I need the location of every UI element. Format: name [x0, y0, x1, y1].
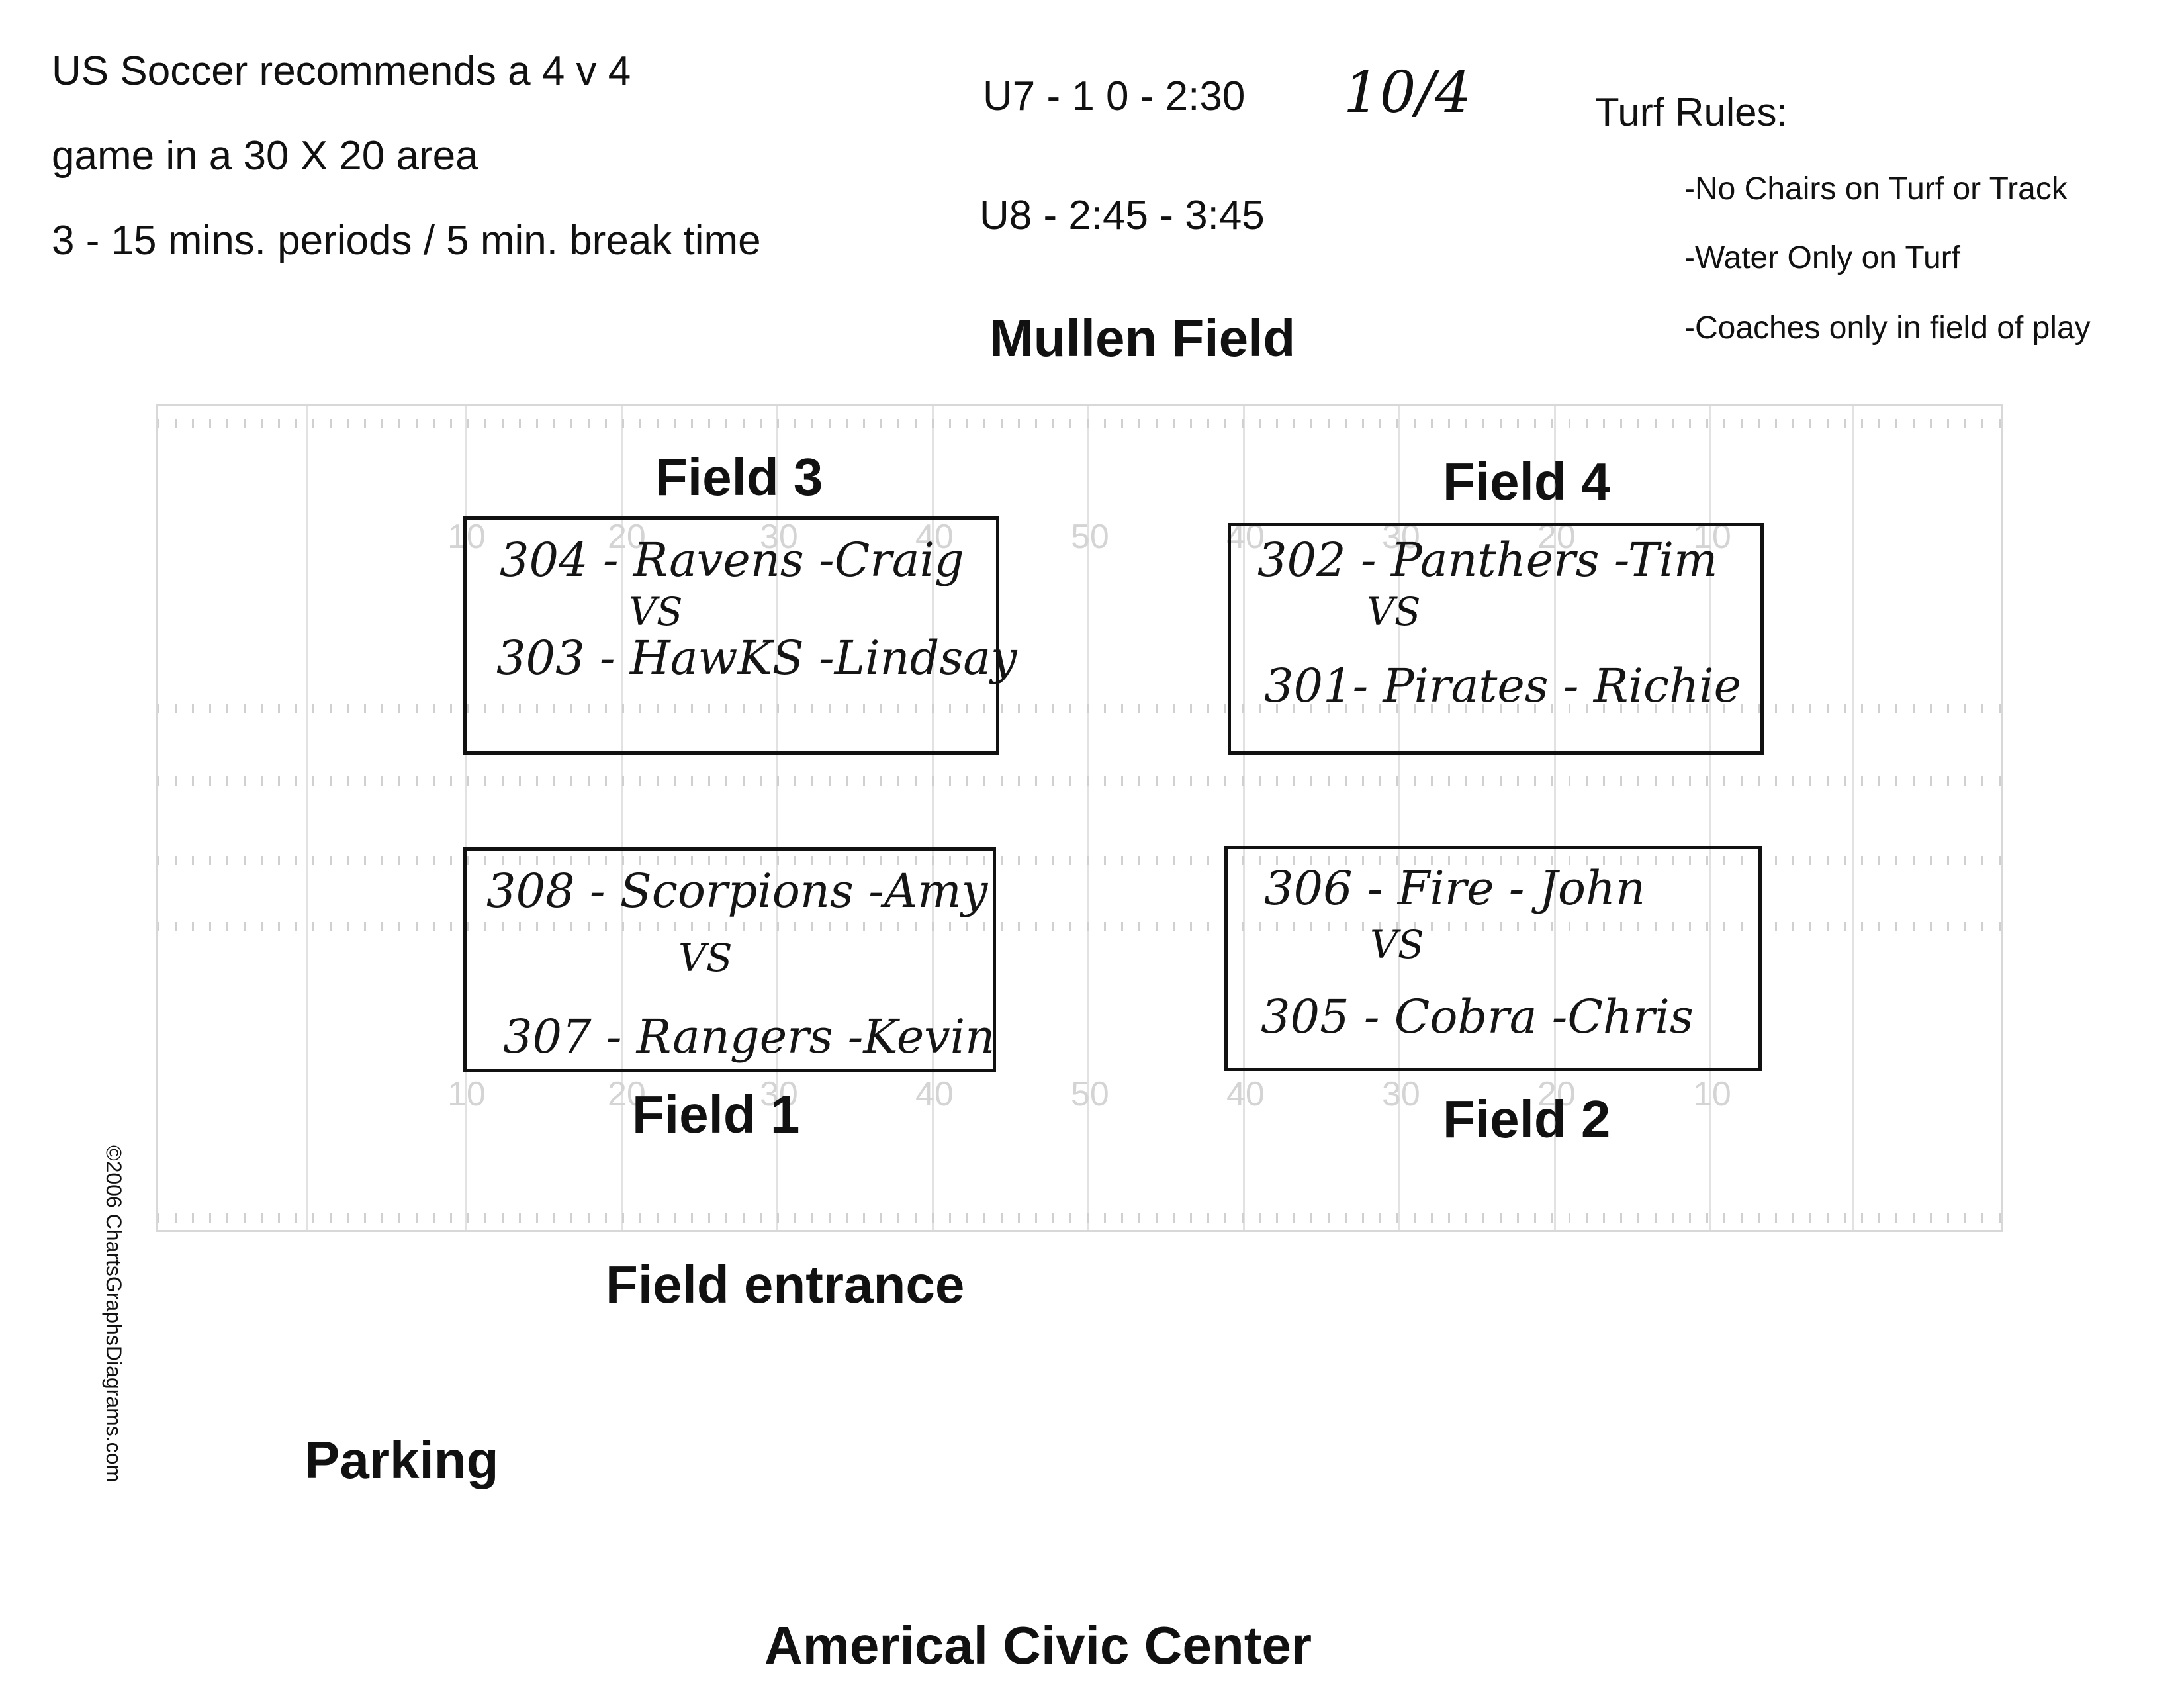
u8-time: U8 - 2:45 - 3:45: [979, 193, 1265, 238]
field-2-box: 306 - Fire - John VS 305 - Cobra -Chris: [1224, 846, 1762, 1071]
yard-number: 40: [915, 518, 954, 556]
yard-number: 10: [1693, 1075, 1731, 1113]
yard-number: 20: [608, 1075, 646, 1113]
yard-number: 30: [760, 1075, 798, 1113]
field-1-team-2: 307 - Rangers -Kevin: [503, 1009, 995, 1064]
intro-line-2: game in a 30 X 20 area: [52, 133, 478, 179]
civic-center-label: Americal Civic Center: [764, 1616, 1312, 1675]
hash-marks: [158, 419, 2001, 428]
field-name: Mullen Field: [989, 308, 1296, 367]
parking-label: Parking: [304, 1430, 499, 1489]
field-3-box: 304 - Ravens -Craig VS 303 - HawKS -Lind…: [463, 516, 1017, 755]
field-2-team-2: 305 - Cobra -Chris: [1261, 990, 1694, 1044]
field-3-label: Field 3: [655, 447, 823, 506]
field-3-vs: VS: [629, 589, 683, 634]
field-entrance-label: Field entrance: [606, 1255, 965, 1314]
field-3-team-2: 303 - HawKS -Lindsay: [496, 631, 1017, 685]
yard-line: [932, 406, 934, 1230]
u7-time: U7 - 1 0 - 2:30: [983, 73, 1246, 119]
hash-marks: [158, 922, 2001, 931]
hash-marks: [158, 704, 2001, 713]
intro-line-1: US Soccer recommends a 4 v 4: [52, 48, 631, 94]
field-1-label: Field 1: [632, 1085, 800, 1144]
yard-line: [1709, 406, 1711, 1230]
yard-number: 30: [760, 518, 798, 556]
field-2-team-1: 306 - Fire - John: [1264, 861, 1646, 915]
yard-number: 10: [447, 1075, 486, 1113]
yard-number: 40: [1226, 1075, 1265, 1113]
yard-line: [1087, 406, 1089, 1230]
date: 10/4: [1343, 60, 1472, 126]
field-2-vs: VS: [1370, 922, 1424, 967]
yard-number: 40: [915, 1075, 954, 1113]
field-1-team-1: 308 - Scorpions -Amy: [486, 864, 988, 918]
yard-line: [1398, 406, 1400, 1230]
yard-number: 20: [1537, 1075, 1576, 1113]
yard-number: 50: [1071, 1075, 1109, 1113]
field-4-team-1: 302 - Panthers -Tim: [1257, 533, 1718, 587]
turf-rule: -No Chairs on Turf or Track: [1684, 171, 2068, 207]
yard-line: [1243, 406, 1245, 1230]
intro-line-3: 3 - 15 mins. periods / 5 min. break time: [52, 218, 761, 263]
yard-number: 20: [608, 518, 646, 556]
yard-line: [1852, 406, 1854, 1230]
field-4-team-2: 301- Pirates - Richie: [1264, 659, 1742, 713]
field-4-box: 302 - Panthers -Tim VS 301- Pirates - Ri…: [1228, 523, 1764, 755]
field-4-label: Field 4: [1443, 452, 1611, 511]
yard-line: [1554, 406, 1556, 1230]
turf-rules-title: Turf Rules:: [1595, 90, 1788, 134]
field-4-vs: VS: [1367, 589, 1421, 634]
football-field-grid: 10 20 30 40 50 40 30 20 10 10 20 30 40 5…: [156, 404, 2003, 1232]
hash-marks: [158, 776, 2001, 786]
copyright-text: ©2006 ChartsGraphsDiagrams.com: [102, 1145, 126, 1483]
field-1-vs: VS: [678, 935, 733, 980]
yard-line: [306, 406, 308, 1230]
yard-line: [776, 406, 778, 1230]
field-3-team-1: 304 - Ravens -Craig: [500, 533, 964, 587]
yard-line: [621, 406, 623, 1230]
turf-rule: -Coaches only in field of play: [1684, 310, 2091, 346]
yard-line: [465, 406, 467, 1230]
hash-marks: [158, 856, 2001, 865]
yard-number: 50: [1071, 518, 1109, 556]
turf-rule: -Water Only on Turf: [1684, 240, 1960, 275]
yard-number: 30: [1382, 1075, 1420, 1113]
hash-marks: [158, 1213, 2001, 1223]
field-1-box: 308 - Scorpions -Amy VS 307 - Rangers -K…: [463, 847, 996, 1072]
field-2-label: Field 2: [1443, 1090, 1611, 1149]
